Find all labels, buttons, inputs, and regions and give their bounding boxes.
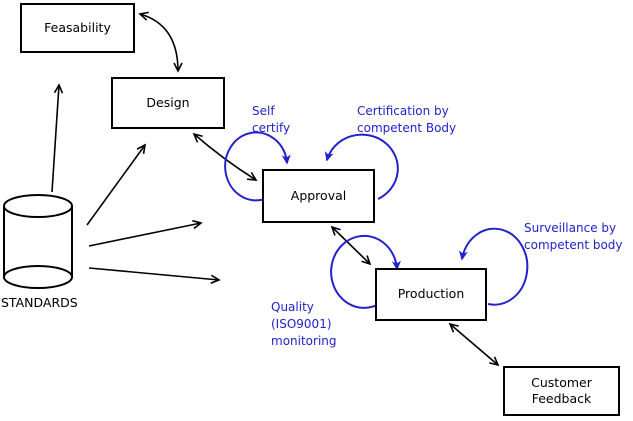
node-production: Production: [375, 268, 487, 321]
loop-certification: [324, 133, 399, 200]
node-feasability-label: Feasability: [44, 19, 111, 35]
node-feasability: Feasability: [20, 3, 135, 53]
standards-cylinder: [3, 194, 73, 289]
annotation-self-certify: Self certify: [252, 104, 291, 135]
arrow-standards-to-approval: [88, 219, 203, 247]
arrow-design-approval: [192, 132, 258, 181]
node-customer-feedback: Customer Feedback: [503, 366, 620, 416]
arrow-standards-to-design: [86, 143, 147, 226]
node-design: Design: [111, 77, 225, 129]
node-approval-label: Approval: [290, 187, 347, 203]
arrow-production-customer-feedback: [448, 322, 500, 367]
annotation-certification: Certification by competent Body: [357, 104, 457, 135]
loop-surveillance: [459, 227, 529, 306]
node-customer-feedback-label: Customer Feedback: [531, 374, 592, 406]
arrow-standards-to-feasability: [51, 83, 64, 193]
arrow-feasability-design: [138, 11, 183, 73]
node-production-label: Production: [397, 286, 465, 302]
node-design-label: Design: [146, 94, 190, 110]
loop-self-certify: [224, 131, 291, 202]
annotation-surveillance: Surveillance by competent body: [524, 221, 623, 252]
node-approval: Approval: [262, 169, 375, 223]
standards-label: STANDARDS: [1, 295, 78, 310]
arrow-standards-to-production: [88, 267, 221, 284]
cylinder-top-ellipse: [3, 194, 73, 218]
annotation-quality-monitoring: Quality (ISO9001) monitoring: [271, 300, 337, 348]
arrow-approval-production: [330, 225, 372, 266]
loop-quality-monitoring: [330, 234, 401, 309]
cylinder-bottom-ellipse: [3, 265, 73, 289]
